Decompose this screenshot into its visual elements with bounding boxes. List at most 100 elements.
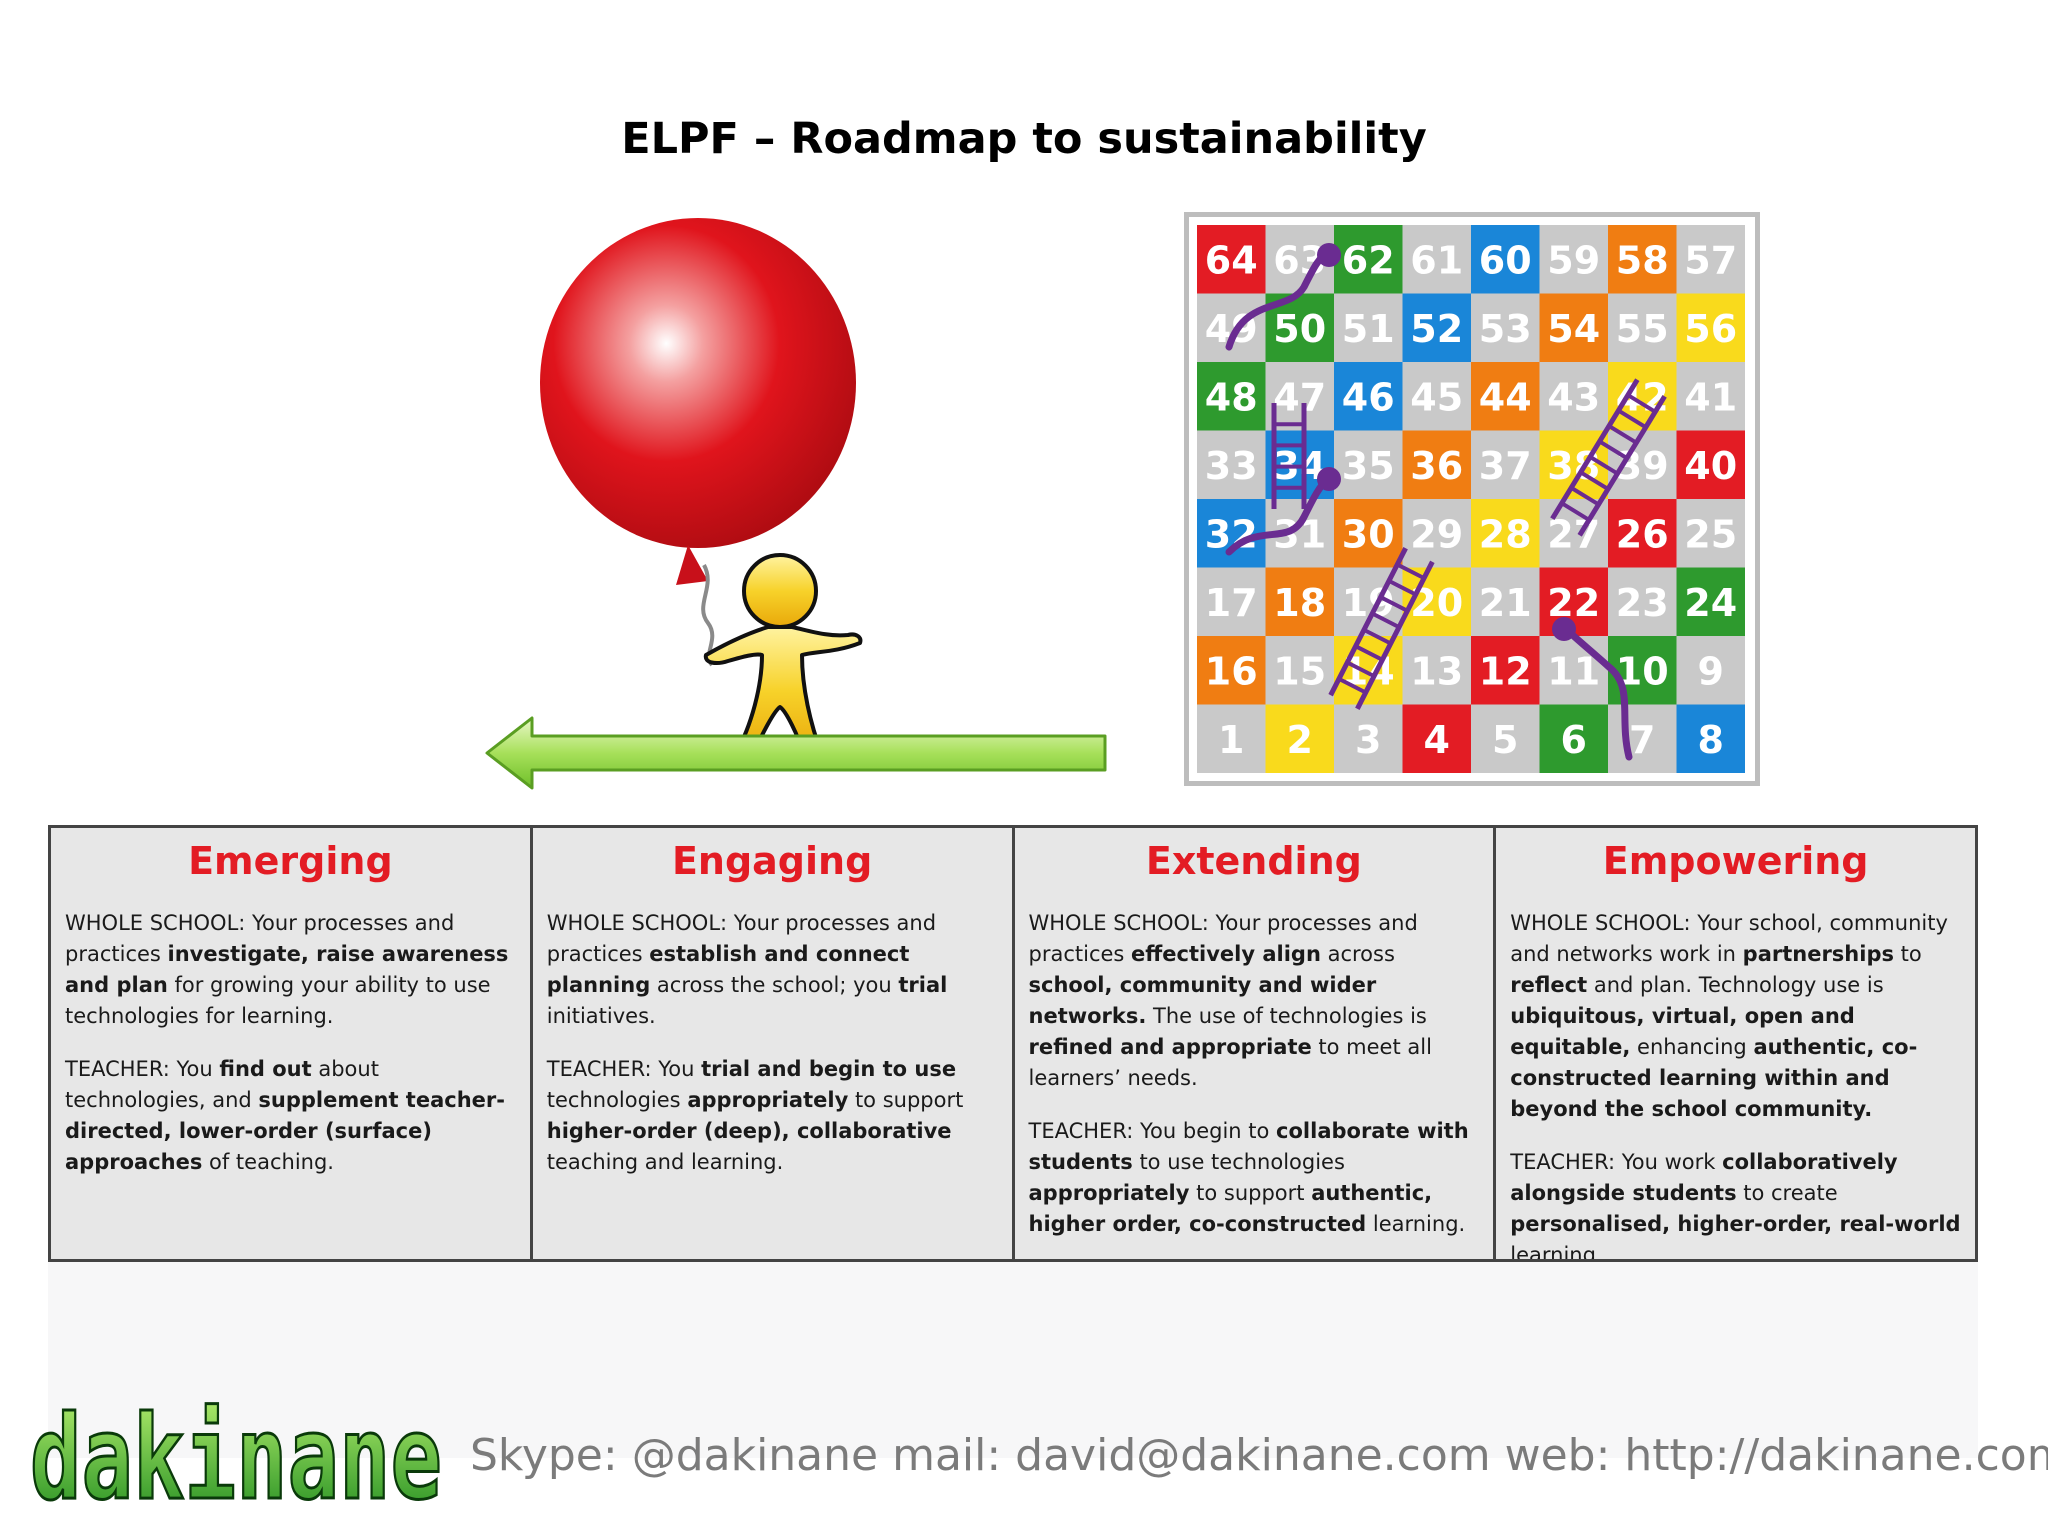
board-square xyxy=(1197,636,1266,705)
emphasis-text: higher-order (deep), collaborative xyxy=(546,1118,952,1143)
board-number: 44 xyxy=(1479,375,1532,419)
body-text: learning. xyxy=(1510,1242,1603,1260)
board-square xyxy=(1334,362,1403,431)
board-square xyxy=(1402,499,1471,568)
board-square xyxy=(1608,499,1677,568)
emphasis-text: trial and begin to use xyxy=(701,1056,957,1081)
board-square xyxy=(1539,704,1608,773)
board-square xyxy=(1197,362,1266,431)
board-square xyxy=(1539,225,1608,294)
emphasis-text: personalised, higher-order, real-world xyxy=(1510,1211,1961,1236)
emphasis-text: ubiquitous, virtual, open and equitable, xyxy=(1510,1003,1855,1059)
board-number: 29 xyxy=(1410,512,1463,556)
board-square xyxy=(1402,225,1471,294)
board-number: 6 xyxy=(1561,718,1587,762)
dakinane-logo: dakinane xyxy=(30,1390,444,1507)
board-square xyxy=(1539,293,1608,362)
board-number: 7 xyxy=(1629,718,1655,762)
body-text: teaching and learning. xyxy=(546,1149,784,1174)
ladder-icon xyxy=(1271,403,1307,509)
board-number: 36 xyxy=(1410,444,1463,488)
board-number: 41 xyxy=(1684,375,1737,419)
body-text: across xyxy=(1320,941,1395,966)
emphasis-text: appropriately xyxy=(1028,1180,1190,1205)
contact-info: Skype: @dakinane mail: david@dakinane.co… xyxy=(470,1430,2048,1481)
stage-heading: Emerging xyxy=(188,839,393,883)
board-number: 15 xyxy=(1273,649,1326,693)
board-number: 54 xyxy=(1547,307,1600,351)
emphasis-text: trial xyxy=(898,972,948,997)
board-number: 5 xyxy=(1492,718,1518,762)
board-number: 52 xyxy=(1410,307,1463,351)
board-number: 48 xyxy=(1205,375,1258,419)
emphasis-text: establish and connect planning xyxy=(546,941,910,997)
emphasis-text: supplement teacher-directed, lower-order… xyxy=(65,1087,505,1174)
body-text: WHOLE SCHOOL: Your processes and practic… xyxy=(65,910,455,966)
board-square xyxy=(1471,704,1540,773)
board-number: 62 xyxy=(1342,238,1395,282)
board-square xyxy=(1471,225,1540,294)
board-number: 3 xyxy=(1355,718,1381,762)
board-square xyxy=(1676,636,1745,705)
emphasis-text: find out xyxy=(219,1056,312,1081)
board-square xyxy=(1539,362,1608,431)
board-number: 59 xyxy=(1547,238,1600,282)
board-number: 61 xyxy=(1410,238,1463,282)
body-text: WHOLE SCHOOL: Your processes and practic… xyxy=(546,910,937,966)
body-text: TEACHER: You work xyxy=(1510,1149,1723,1174)
board-square xyxy=(1402,293,1471,362)
board-number: 17 xyxy=(1205,581,1258,625)
body-text: and plan. Technology use is xyxy=(1587,972,1884,997)
body-text: The use of technologies is xyxy=(1146,1003,1427,1028)
body-text: TEACHER: You xyxy=(546,1056,702,1081)
body-text: initiatives. xyxy=(546,1003,656,1028)
board-square xyxy=(1539,636,1608,705)
board-number: 51 xyxy=(1342,307,1395,351)
board-number: 25 xyxy=(1684,512,1737,556)
stage-paragraph: TEACHER: You work collaboratively alongs… xyxy=(1510,1147,1961,1260)
board-square xyxy=(1471,430,1540,499)
board-square xyxy=(1197,567,1266,636)
board-number: 35 xyxy=(1342,444,1395,488)
balloon-icon xyxy=(540,218,856,667)
board-square xyxy=(1471,362,1540,431)
body-text: WHOLE SCHOOL: Your processes and practic… xyxy=(1028,910,1418,966)
emphasis-text: effectively align xyxy=(1131,941,1321,966)
board-square xyxy=(1197,704,1266,773)
page-title: ELPF – Roadmap to sustainability xyxy=(621,114,1427,164)
board-number: 24 xyxy=(1684,581,1737,625)
board-number: 56 xyxy=(1684,307,1737,351)
board-number: 4 xyxy=(1424,718,1450,762)
emphasis-text: appropriately xyxy=(687,1087,849,1112)
board-number: 58 xyxy=(1616,238,1669,282)
body-text: to support xyxy=(1189,1180,1312,1205)
body-text: to use technologies xyxy=(1132,1149,1345,1174)
board-number: 11 xyxy=(1547,649,1600,693)
board-square xyxy=(1608,225,1677,294)
body-text: TEACHER: You begin to xyxy=(1028,1118,1277,1143)
board-square xyxy=(1471,636,1540,705)
stage-paragraph: TEACHER: You find out about technologies… xyxy=(65,1054,516,1178)
stage-paragraph: WHOLE SCHOOL: Your processes and practic… xyxy=(547,908,998,1032)
body-text: to create xyxy=(1736,1180,1838,1205)
board-number: 50 xyxy=(1273,307,1326,351)
snake-icon xyxy=(1552,617,1633,761)
board-square xyxy=(1334,704,1403,773)
board-square xyxy=(1676,499,1745,568)
board-number: 40 xyxy=(1684,444,1737,488)
person-figure-icon xyxy=(703,553,863,757)
board-number: 21 xyxy=(1479,581,1532,625)
body-text: learning. xyxy=(1366,1211,1466,1236)
stage-paragraph: TEACHER: You begin to collaborate with s… xyxy=(1029,1116,1480,1240)
board-number: 23 xyxy=(1616,581,1669,625)
board-number: 26 xyxy=(1616,512,1669,556)
board-number: 55 xyxy=(1616,307,1669,351)
emphasis-text: authentic, higher order, co-constructed xyxy=(1028,1180,1433,1236)
board-number: 16 xyxy=(1205,649,1258,693)
board-number: 33 xyxy=(1205,444,1258,488)
board-square xyxy=(1676,362,1745,431)
board-square xyxy=(1676,704,1745,773)
board-number: 43 xyxy=(1547,375,1600,419)
board-square xyxy=(1334,430,1403,499)
stage-heading: Empowering xyxy=(1602,839,1869,883)
